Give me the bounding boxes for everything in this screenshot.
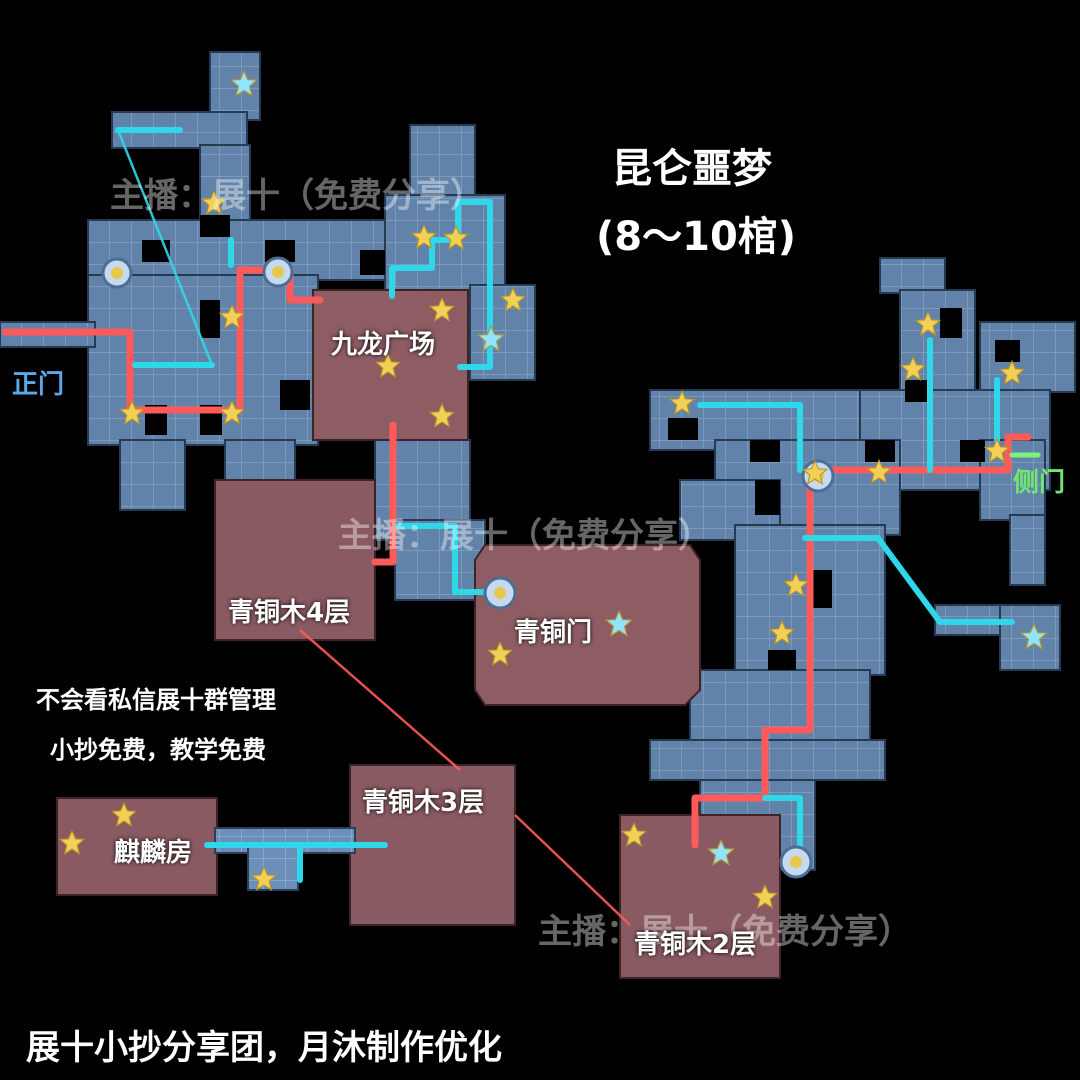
cyan-route-mid [395,523,508,595]
room-label-bronze-tree-4: 青铜木4层 [228,598,351,628]
note-line-2: 小抄免费，教学免费 [50,736,266,764]
east-dark-cells [668,308,1020,670]
portal-icon [262,256,294,288]
bronze-gate-chamber [474,544,701,706]
main-gate-label: 正门 [12,370,65,400]
watermark: 主播：展十（免费分享） [338,516,712,556]
cyan-route-east-top [697,402,803,473]
cyan-route-east-diag [802,535,1015,625]
cyan-route [115,127,1015,883]
guide-line-north [116,129,214,366]
red-route-jiulong-down [371,421,397,566]
cyan-route-east-bottom [762,795,803,863]
note-line-1: 不会看私信展十群管理 [36,686,276,714]
bronze-tree-2-chamber [619,814,781,979]
room-label-jiulong: 九龙广场 [331,330,436,360]
portal-icon [101,257,133,289]
portal-icon [483,576,517,610]
room-label-qilin: 麒麟房 [114,838,193,868]
map-subtitle: (8～10棺) [596,214,797,260]
chambers [56,289,781,979]
watermark: 主播：展十（免费分享） [538,912,912,952]
credit-line: 展十小抄分享团，月沐制作优化 [26,1028,502,1068]
red-route-west [1,266,324,414]
room-label-bronze-tree-3: 青铜木3层 [362,788,485,818]
bronze-tree-4-chamber [214,479,376,641]
watermark: 主播：展十（免费分享） [110,176,484,216]
chamber-connectors [214,827,356,891]
room-label-bronze-gate: 青铜门 [514,618,593,648]
room-label-bronze-tree-2: 青铜木2层 [634,930,757,960]
guide-line-tree3-2 [514,814,631,926]
map-title: 昆仑噩梦 [612,146,772,192]
guide-line-tree4-3 [299,629,461,771]
side-gate-label: 侧门 [1013,468,1066,498]
guide-lines [116,129,631,926]
portal-icon [779,845,813,879]
